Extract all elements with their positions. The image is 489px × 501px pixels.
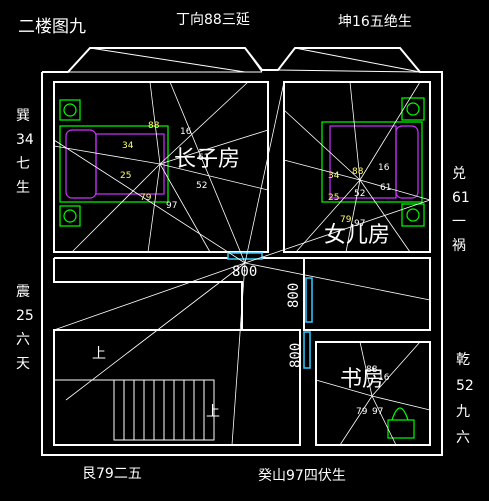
direction-top-right: 坤16五绝生	[338, 14, 412, 30]
svg-text:97: 97	[372, 407, 383, 417]
svg-text:25: 25	[328, 193, 339, 203]
direction-bottom-center: 癸山97四伏生	[258, 468, 346, 484]
degrees-daughter: 88 16 34 61 25 52 79 97	[328, 163, 391, 229]
svg-text:震: 震	[16, 284, 30, 300]
direction-rays-master	[53, 81, 269, 253]
direction-left-upper: 巽 34 七 生	[16, 108, 34, 196]
study-desk	[387, 407, 415, 439]
svg-text:祸: 祸	[452, 238, 466, 254]
svg-text:34: 34	[122, 141, 134, 151]
direction-right-lower: 乾 52 九 六	[456, 352, 474, 446]
direction-rays-center	[53, 81, 431, 446]
room-label-study: 书房	[340, 367, 384, 392]
interior-walls	[53, 81, 431, 446]
svg-text:六: 六	[16, 332, 30, 348]
svg-text:61: 61	[452, 190, 470, 206]
svg-text:52: 52	[196, 181, 207, 191]
svg-text:52: 52	[456, 378, 474, 394]
svg-text:乾: 乾	[456, 352, 470, 368]
svg-text:生: 生	[16, 180, 30, 196]
stair-up-label-2: 上	[206, 404, 220, 420]
svg-text:25: 25	[120, 171, 131, 181]
svg-text:16: 16	[378, 373, 390, 383]
door-dimension-2: 800	[286, 283, 302, 308]
svg-text:一: 一	[452, 214, 466, 230]
direction-bottom-left: 艮79二五	[82, 466, 142, 482]
svg-text:79: 79	[340, 215, 352, 225]
direction-rays-study	[315, 341, 431, 446]
svg-text:25: 25	[16, 308, 34, 324]
direction-top-left: 丁向88三延	[176, 12, 250, 28]
direction-rays-daughter	[283, 81, 431, 253]
svg-text:88: 88	[366, 365, 378, 375]
room-label-master: 长子房	[174, 147, 240, 172]
svg-text:79: 79	[140, 193, 152, 203]
window-marks	[227, 252, 313, 369]
svg-text:88: 88	[148, 121, 160, 131]
plan-title: 二楼图九	[18, 17, 86, 37]
direction-right-upper: 兑 61 一 祸	[452, 166, 470, 254]
svg-text:七: 七	[16, 156, 30, 172]
door-dimension-3: 800	[288, 343, 304, 368]
svg-text:97: 97	[354, 219, 365, 229]
staircase	[54, 379, 215, 441]
svg-text:兑: 兑	[452, 166, 466, 182]
daughter-bed	[321, 97, 425, 227]
svg-text:16: 16	[180, 127, 192, 137]
degrees-master: 88 16 34 61 25 52 79 97	[120, 121, 209, 211]
svg-text:巽: 巽	[16, 108, 30, 124]
degrees-study: 88 16 79 97	[356, 365, 390, 417]
svg-text:97: 97	[166, 201, 177, 211]
svg-text:52: 52	[354, 189, 365, 199]
stair-up-label-1: 上	[92, 346, 106, 362]
svg-text:九: 九	[456, 404, 470, 420]
svg-text:天: 天	[16, 356, 30, 372]
room-label-daughter: 女儿房	[324, 223, 390, 248]
door-dimension-1: 800	[232, 264, 257, 280]
svg-text:61: 61	[198, 153, 209, 163]
svg-text:34: 34	[328, 171, 340, 181]
svg-text:六: 六	[456, 430, 470, 446]
svg-text:79: 79	[356, 407, 368, 417]
svg-text:88: 88	[352, 167, 364, 177]
svg-text:16: 16	[378, 163, 390, 173]
outer-walls	[41, 47, 443, 456]
svg-text:34: 34	[16, 132, 34, 148]
direction-left-lower: 震 25 六 天	[16, 284, 34, 372]
svg-text:61: 61	[380, 183, 391, 193]
